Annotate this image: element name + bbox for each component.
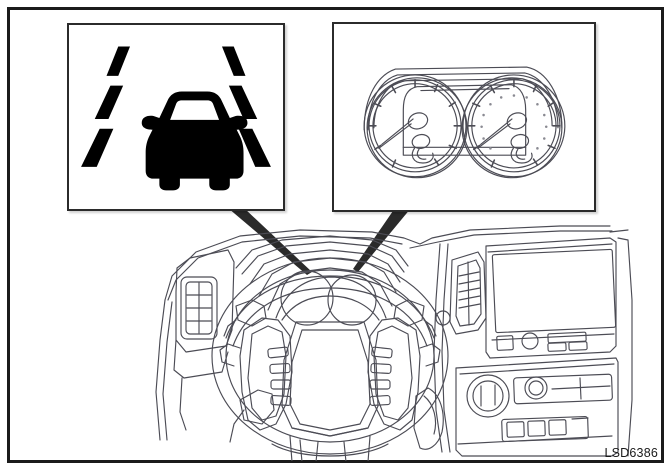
gauge-right-needle: [477, 123, 511, 149]
lane-dash-left-mid: [94, 85, 124, 119]
instrument-cluster-icon: [363, 66, 566, 179]
gauge-right-hub: [506, 112, 528, 130]
car-silhouette: [141, 91, 248, 191]
figure-border: [7, 7, 664, 463]
gauge-left-ticks: [368, 79, 462, 168]
figure-caption: LSD6386: [604, 446, 658, 460]
lane-marking-left-group: [81, 46, 130, 167]
gauge-right-dot-scale: [480, 94, 548, 150]
lane-dash-right-far: [222, 46, 246, 76]
gauge-left-needle: [378, 123, 412, 149]
callout-box-meter-cluster: [332, 22, 596, 212]
lane-dash-right-near: [238, 128, 271, 167]
lane-dash-left-far: [106, 46, 130, 76]
cluster-center-display: [402, 84, 527, 156]
lane-marking-right-group: [222, 46, 271, 167]
gauge-right-speedometer: [461, 74, 566, 179]
car-window-cutout: [170, 100, 220, 120]
lane-dash-left-near: [81, 128, 114, 167]
lane-departure-car-icon: [81, 46, 271, 191]
gauge-right-ticks: [467, 79, 561, 168]
gauge-left-tachometer: [363, 74, 468, 179]
lane-dash-right-mid: [228, 85, 258, 119]
gauge-left-hub: [407, 112, 429, 130]
callout-box-lane-departure-indicator: [67, 23, 285, 211]
